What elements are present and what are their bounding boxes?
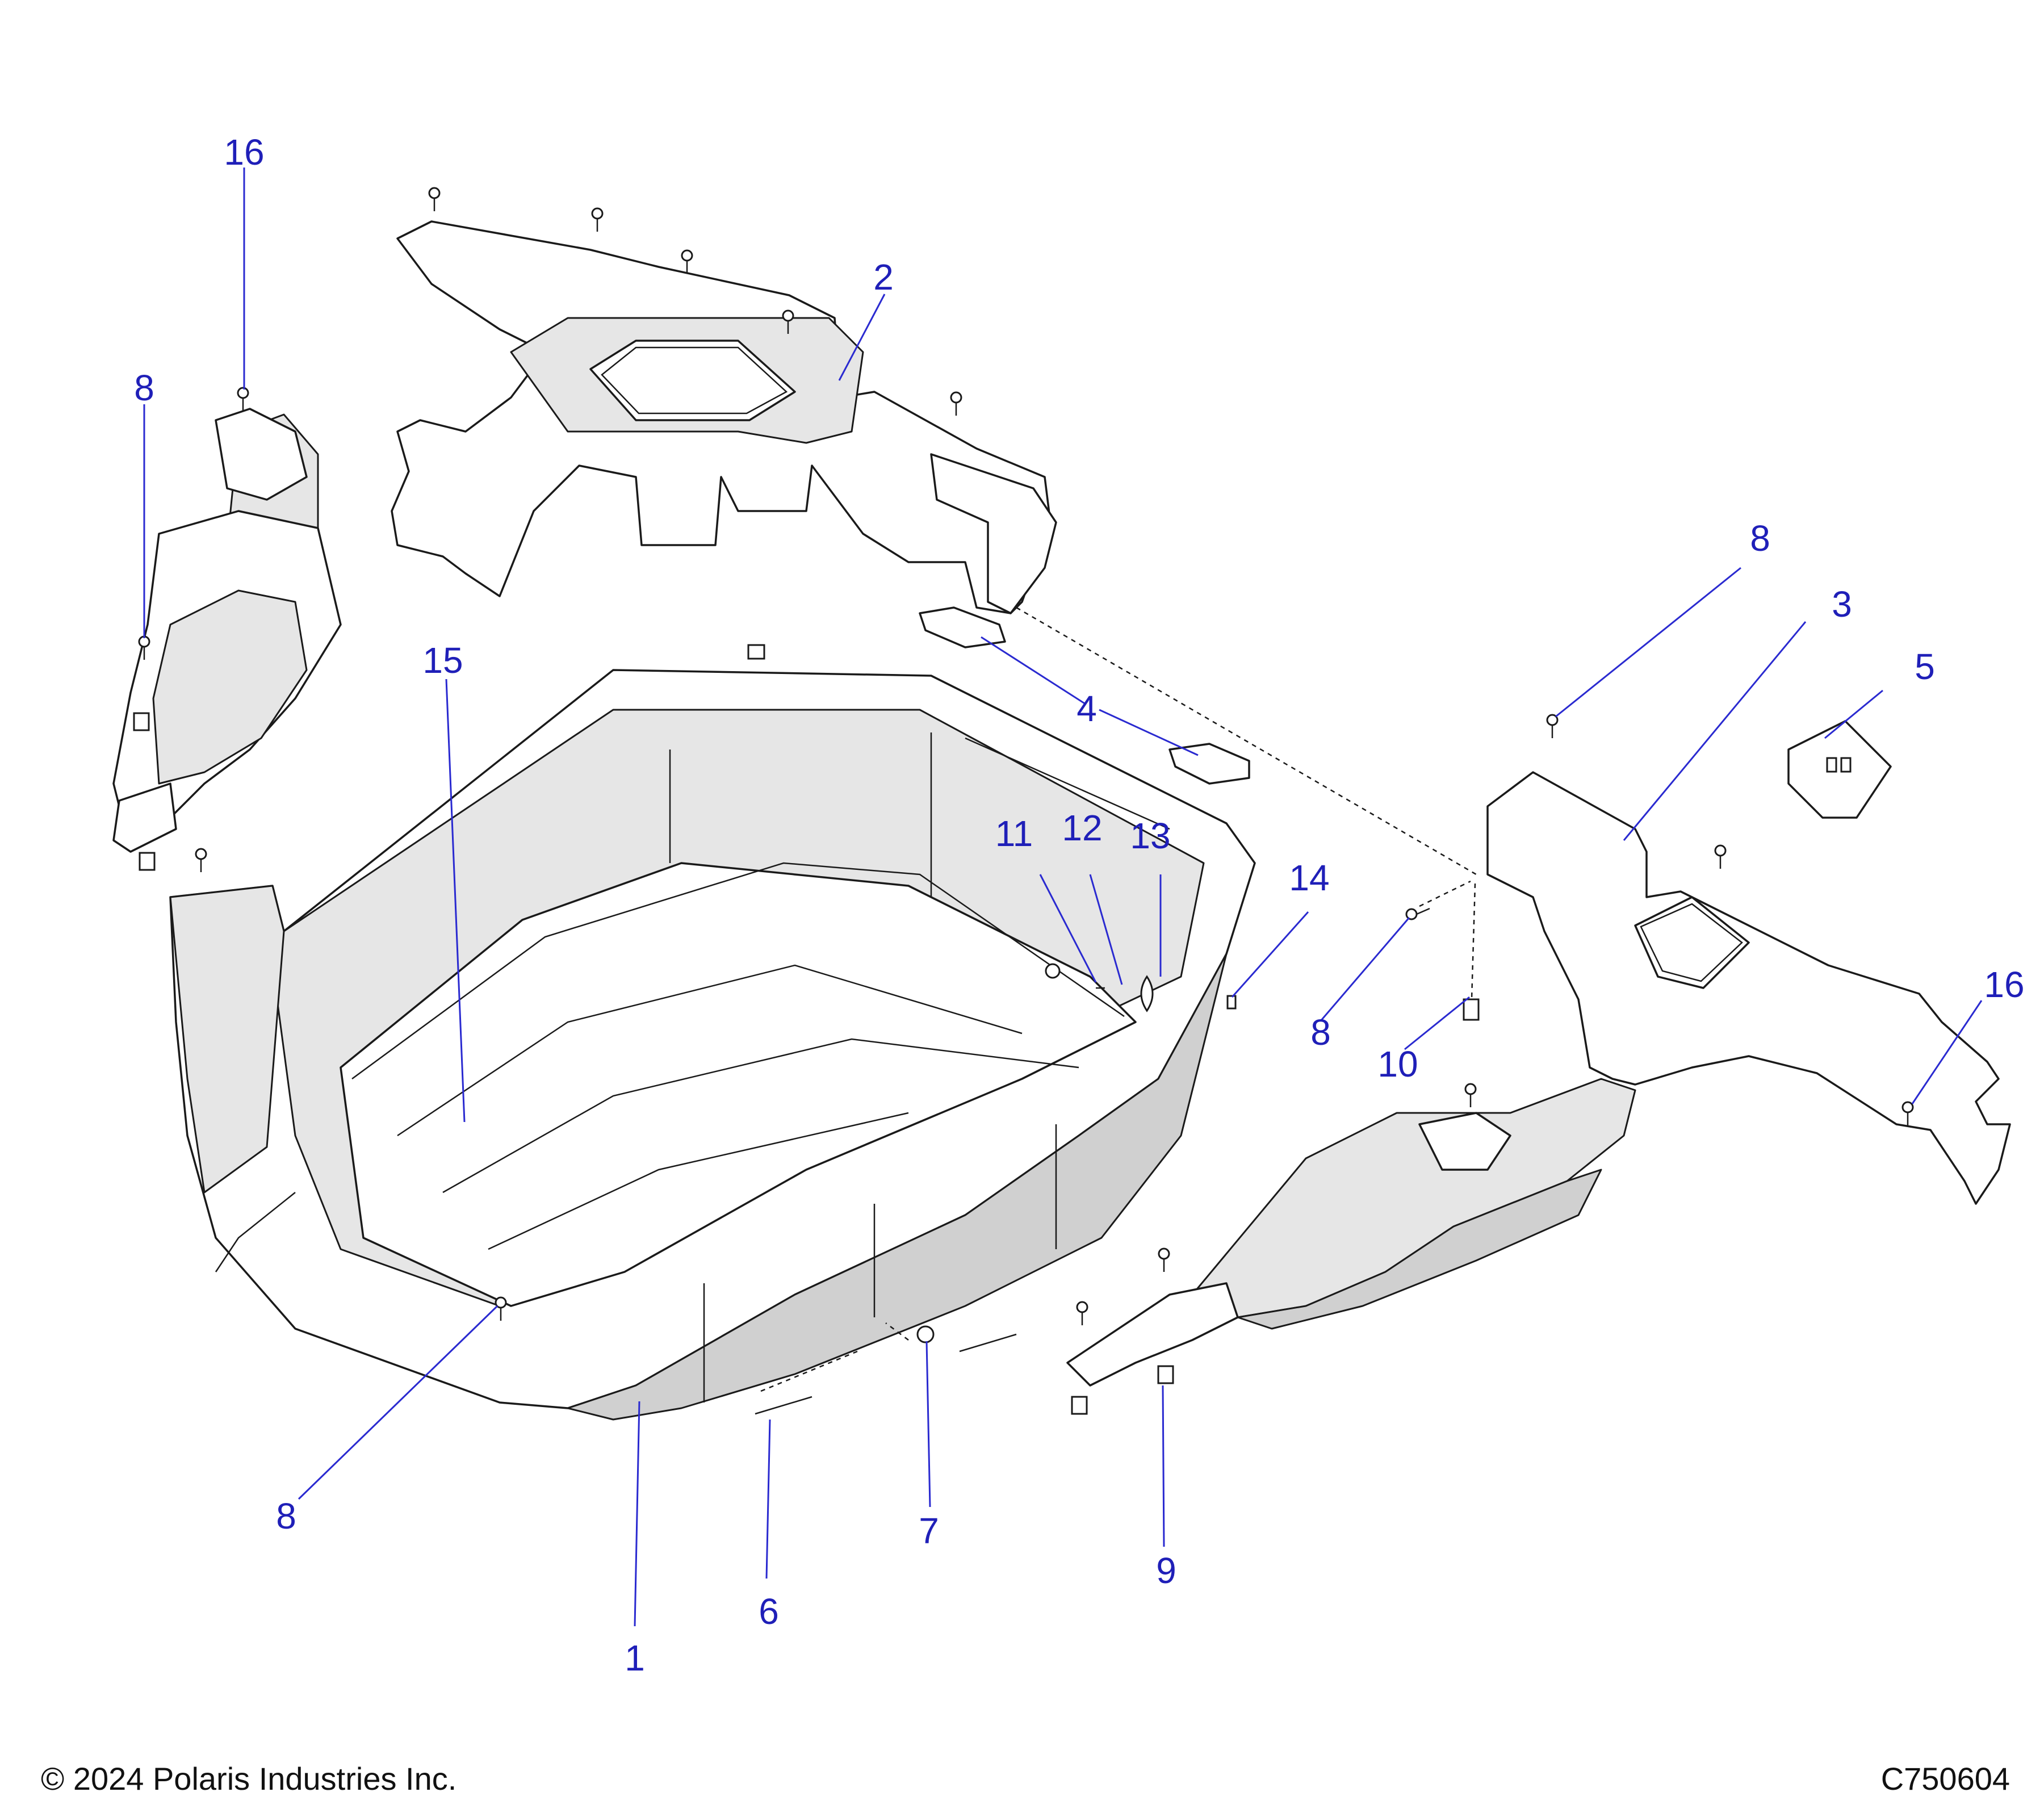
callout-16-right: 16 — [1984, 964, 2024, 1005]
callout-14: 14 — [1289, 857, 1329, 898]
callout-7: 7 — [919, 1510, 939, 1551]
callout-2: 2 — [873, 257, 894, 298]
callout-3: 3 — [1832, 584, 1852, 625]
fasteners — [133, 187, 1914, 1415]
part-1-cargo-box — [169, 669, 1256, 1421]
drawing-number: C750604 — [1880, 1761, 2010, 1797]
leader-lines — [143, 168, 1983, 1627]
callout-6: 6 — [759, 1591, 779, 1632]
callout-11: 11 — [995, 813, 1033, 854]
callout-8-upper-left: 8 — [134, 367, 154, 408]
callout-9: 9 — [1156, 1550, 1176, 1591]
callout-5: 5 — [1915, 646, 1935, 687]
part-4-brackets — [919, 606, 1250, 785]
callout-16-top-left: 16 — [224, 132, 264, 173]
callout-15: 15 — [422, 640, 463, 681]
part-2-rear-upper-panel — [112, 220, 1057, 853]
callout-4: 4 — [1077, 688, 1097, 729]
callout-1: 1 — [625, 1638, 645, 1678]
callout-8-upper-right: 8 — [1750, 518, 1770, 559]
bolts — [747, 644, 1237, 1415]
part-3-right-panel — [1066, 771, 2011, 1387]
callout-labels: 16 8 2 15 4 8 3 5 11 12 13 14 16 8 10 8 … — [134, 132, 2024, 1678]
push-rivet-clips — [133, 712, 1480, 1415]
callout-12: 12 — [1062, 807, 1102, 848]
part-5-pad — [1787, 720, 1892, 819]
copyright-text: © 2024 Polaris Industries Inc. — [41, 1761, 457, 1797]
callout-13: 13 — [1130, 815, 1170, 856]
callout-10: 10 — [1377, 1044, 1418, 1085]
fastener-screw — [138, 187, 1914, 1325]
callout-8-right-middle: 8 — [1310, 1012, 1331, 1053]
callout-8-lower-left: 8 — [276, 1496, 296, 1537]
